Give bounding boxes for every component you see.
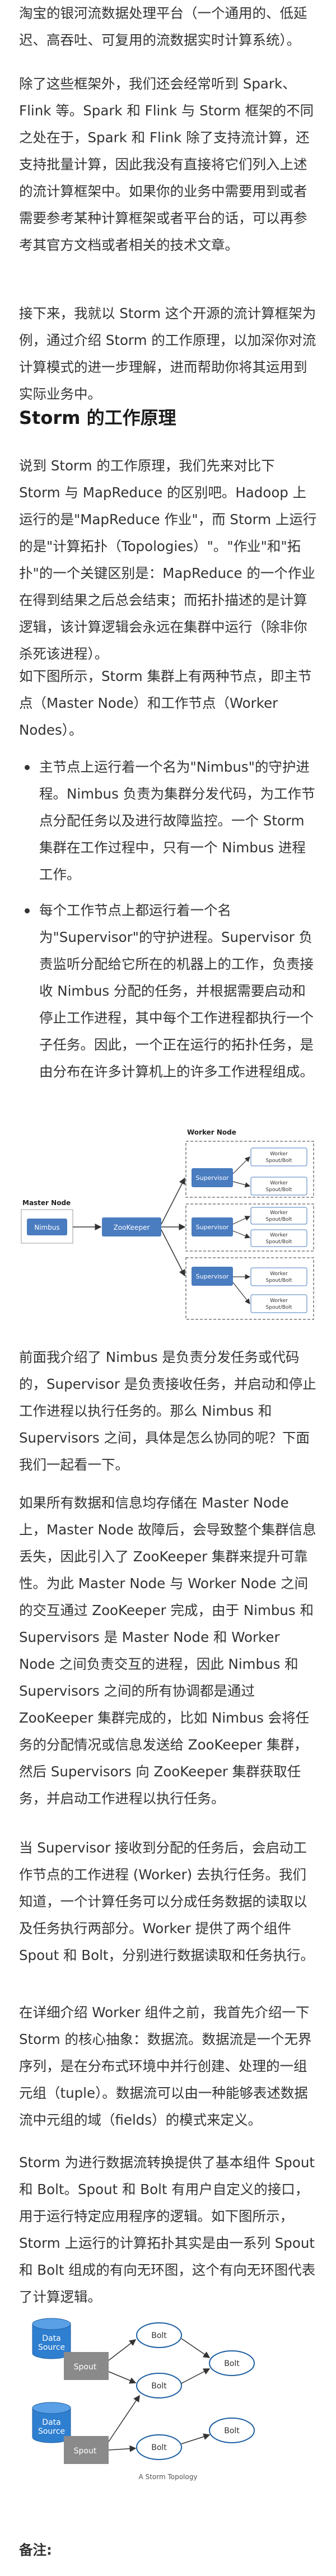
supervisor-1 [192,1168,233,1187]
arrow-s2-w2 [232,1230,251,1239]
svg-text:Data: Data [42,2418,60,2427]
bolt-2 [136,2373,182,2398]
worker-1a-sub: Spout/Bolt [266,1158,292,1164]
worker-1b [250,1177,307,1196]
bolt-2-label: Bolt [151,2382,167,2391]
svg-text:Source: Source [38,2427,65,2436]
arrow-s1-w2 [232,1181,251,1188]
paragraph-zookeeper: 如果所有数据和信息均存储在 Master Node 上，Master Node … [19,1495,316,1807]
node-bullet-list: 主节点上运行着一个名为"Nimbus"的守护进程。Nimbus 负责为集群分发代… [19,754,317,1085]
edge-spout1-bolt1 [108,2339,137,2361]
paragraph-storm-vs-mapreduce: 说到 Storm 的工作原理，我们先来对比下 Storm 与 MapReduce… [19,458,317,662]
bolt-4 [136,2434,182,2460]
supervisor-2-label: Supervisor [196,1224,229,1231]
paragraph-intro-tail: 淘宝的银河流数据处理平台（一个通用的、低延迟、高吞吐、可复用的流数据实时计算系统… [19,5,307,48]
worker-2b-sub: Spout/Bolt [266,1239,292,1245]
section-heading-storm-principle: Storm 的工作原理 [19,407,176,428]
storm-topology-diagram: Data Source Spout Data Source Spout Bolt… [19,2302,317,2492]
edge-spout2-bolt2 [108,2395,140,2442]
bullet-supervisor: 每个工作节点上都运行着一个名为"Supervisor"的守护进程。Supervi… [19,897,317,1085]
arrow-s1-w1 [232,1156,250,1174]
storm-architecture-diagram: Master Node Nimbus ZooKeeper Worker Node… [19,1126,317,1327]
bolt-1 [136,2322,182,2348]
worker-1a-label: Worker [270,1151,288,1157]
edge-bolt2-bolt3 [181,2368,211,2384]
paragraph-node-types: 如下图所示，Storm 集群上有两种节点，即主节点（Master Node）和工… [19,668,312,738]
worker-3b [250,1294,307,1313]
edge-spout1-bolt2 [108,2371,137,2384]
master-node-label: Master Node [22,1199,71,1207]
bolt-5-label: Bolt [224,2426,240,2435]
bolt-4-label: Bolt [151,2443,167,2452]
edge-spout2-bolt4 [108,2445,137,2452]
note-label: 备注: [19,2542,52,2558]
supervisor-2 [192,1217,233,1236]
spout-1-label: Spout [74,2363,97,2372]
worker-3a-label: Worker [270,1271,288,1277]
data-source-1: Data Source [32,2318,71,2359]
worker-1b-sub: Spout/Bolt [266,1187,292,1193]
topology-svg: Data Source Spout Data Source Spout Bolt… [32,2318,255,2464]
worker-2a-sub: Spout/Bolt [266,1217,292,1222]
bullet-nimbus: 主节点上运行着一个名为"Nimbus"的守护进程。Nimbus 负责为集群分发代… [19,754,317,888]
worker-3a [250,1267,307,1286]
worker-3b-sub: Spout/Bolt [266,1305,292,1310]
worker-2a-label: Worker [270,1210,288,1216]
worker-1a [250,1147,307,1166]
svg-text:Source: Source [38,2343,65,2352]
bolt-5 [209,2418,255,2443]
worker-2b-label: Worker [270,1233,288,1238]
worker-2a [250,1207,307,1225]
edge-bolt1-bolt3 [181,2338,211,2358]
edge-bolt4-bolt5 [181,2433,211,2444]
supervisor-3-label: Supervisor [196,1273,229,1280]
paragraph-storm-example: 接下来，我就以 Storm 这个开源的流计算框架为例，通过介绍 Storm 的工… [19,305,316,402]
bolt-3 [209,2350,255,2376]
nimbus-box [27,1219,67,1235]
spout-2-label: Spout [74,2447,97,2456]
arrow-s3-w2 [232,1282,250,1304]
worker-2b [250,1229,307,1247]
supervisor-1-label: Supervisor [196,1174,229,1182]
spout-1 [64,2352,109,2380]
spout-2 [64,2436,109,2464]
topology-caption: A Storm Topology [138,2473,198,2481]
paragraph-nimbus-supervisor: 前面我介绍了 Nimbus 是负责分发任务或代码的，Supervisor 是负责… [19,1349,316,1473]
architecture-svg: Master Node Nimbus ZooKeeper Worker Node… [21,1128,314,1320]
worker-1b-label: Worker [270,1180,288,1186]
nimbus-label: Nimbus [34,1224,59,1231]
svg-text:Data: Data [42,2334,60,2343]
worker-node-label: Worker Node [187,1128,236,1136]
worker-3b-label: Worker [270,1298,288,1304]
supervisor-3 [192,1267,233,1286]
data-source-2: Data Source [32,2402,71,2443]
bolt-1-label: Bolt [151,2331,167,2340]
bolt-3-label: Bolt [224,2359,240,2368]
worker-3a-sub: Spout/Bolt [266,1278,292,1284]
paragraph-stream: 在详细介绍 Worker 组件之前，我首先介绍一下 Storm 的核心抽象：数据… [19,2004,312,2128]
arrow-zk-sup3 [161,1229,185,1277]
paragraph-spark-flink: 除了这些框架外，我们还会经常听到 Spark、Flink 等。Spark 和 F… [19,76,314,253]
zookeeper-label: ZooKeeper [114,1224,150,1231]
arrow-zk-sup1 [161,1177,185,1225]
zookeeper-box [102,1217,161,1236]
arrow-s2-w1 [232,1216,251,1225]
paragraph-spout-bolt: Storm 为进行数据流转换提供了基本组件 Spout 和 Bolt。Spout… [19,2154,316,2305]
paragraph-worker: 当 Supervisor 接收到分配的任务后，会启动工作节点的工作进程 (Wor… [19,1840,315,1963]
